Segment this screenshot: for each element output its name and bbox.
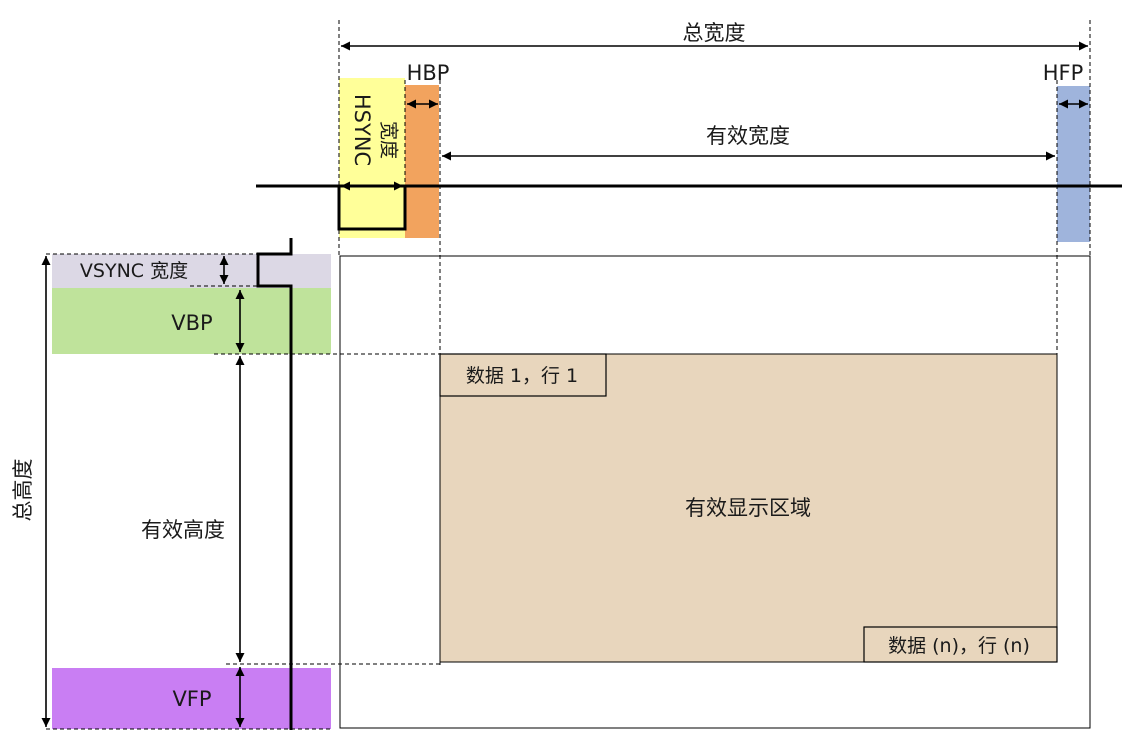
valid-height-label: 有效高度 (141, 518, 225, 542)
vsync-zone (52, 254, 331, 288)
valid-width-label: 有效宽度 (706, 124, 790, 148)
vbp-label: VBP (171, 311, 212, 335)
vsync-pulse (256, 238, 293, 730)
hbp-label: HBP (407, 61, 450, 85)
vsync-label: VSYNC 宽度 (80, 260, 188, 282)
display-area-label: 有效显示区域 (685, 496, 811, 520)
data-last-label: 数据 (n)，行 (n) (888, 635, 1030, 657)
total-width-label: 总宽度 (683, 21, 746, 45)
hsync-pulse (337, 186, 407, 231)
hbp-zone (405, 85, 439, 238)
hsync-label: HSYNC (350, 94, 374, 166)
total-height-label: 总高度 (11, 459, 35, 522)
hsync-zone (339, 78, 405, 238)
data-last-box (863, 626, 1058, 663)
hfp-label: HFP (1043, 61, 1084, 85)
vfp-label: VFP (172, 687, 211, 711)
vfp-zone (52, 668, 331, 729)
frame-outline (339, 255, 1091, 729)
vbp-zone (52, 288, 331, 354)
data-first-label: 数据 1，行 1 (466, 365, 578, 387)
hsync-width-label: 宽度 (378, 121, 400, 159)
hfp-zone (1057, 86, 1090, 242)
display-area (439, 353, 1058, 663)
